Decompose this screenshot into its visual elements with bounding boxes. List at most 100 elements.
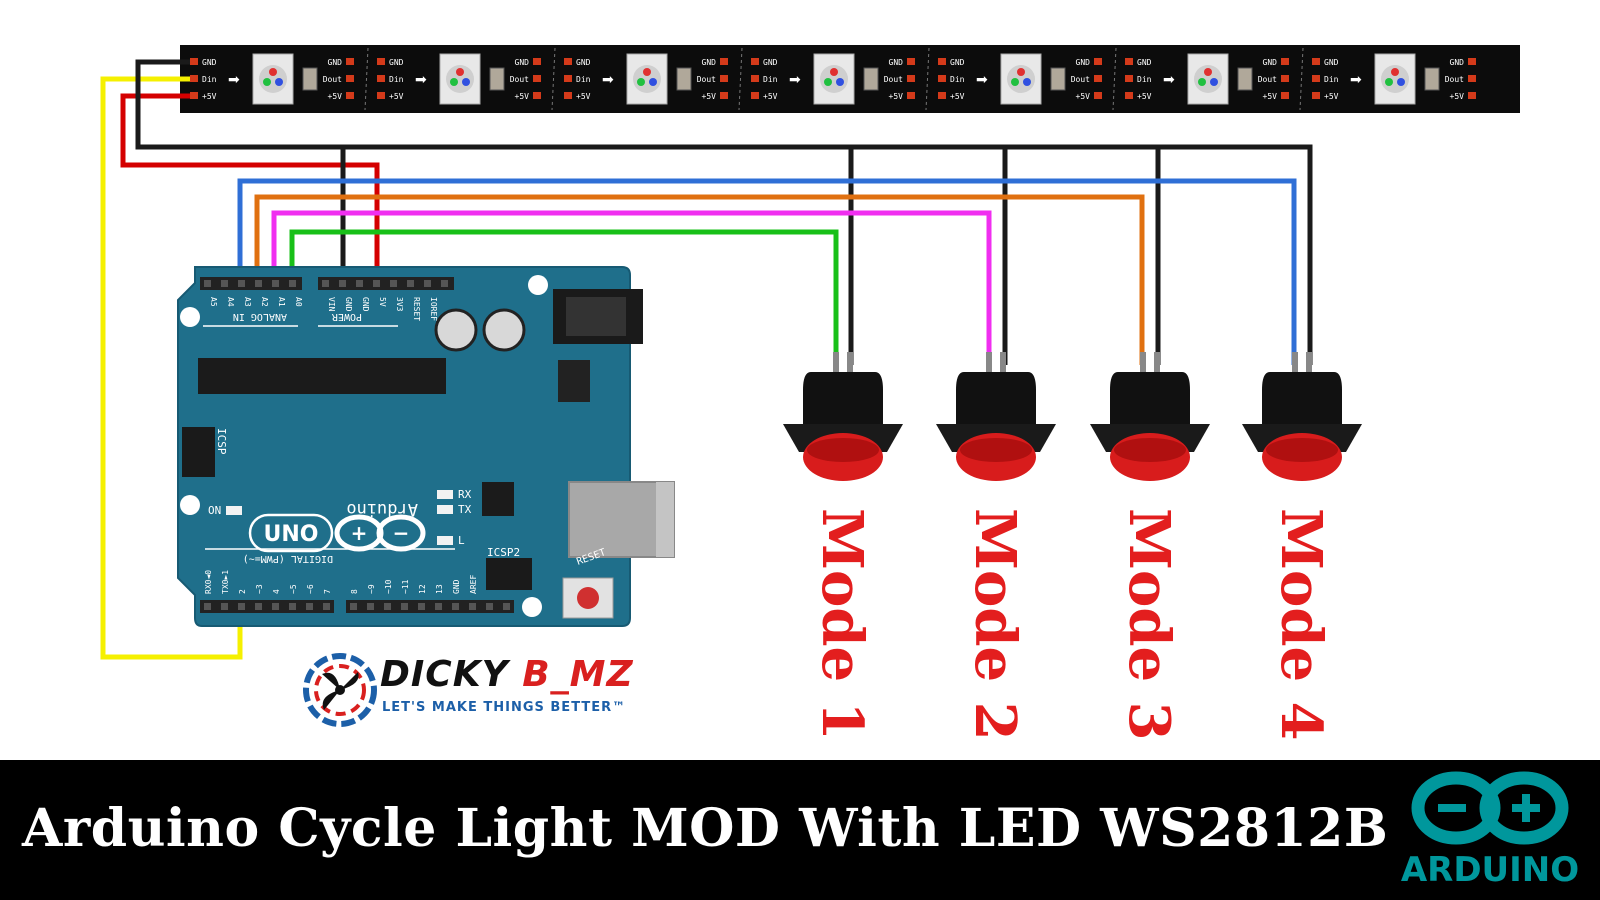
- analog-caption: ANALOG IN: [233, 311, 287, 322]
- usb-chip: [482, 482, 514, 516]
- power-wire-5v: [120, 93, 380, 290]
- pin-label: GND: [452, 579, 461, 594]
- capacitor-smd: [489, 67, 505, 91]
- pin-label: ~5: [289, 584, 298, 594]
- strip-pin-label: +5V: [763, 92, 778, 101]
- mode-button-4[interactable]: Mode 4: [1242, 352, 1362, 741]
- strip-pad: [533, 75, 541, 82]
- pin-label: 3V3: [395, 297, 404, 312]
- header-pin: [322, 280, 329, 287]
- strip-pin-label: +5V: [389, 92, 404, 101]
- pin-label: ~10: [384, 579, 393, 594]
- led-red: [643, 68, 651, 76]
- pin-label: ~11: [401, 579, 410, 594]
- strip-pin-label: Dout: [323, 75, 342, 84]
- strip-pin-label: GND: [1263, 58, 1278, 67]
- strip-pad: [346, 92, 354, 99]
- strip-pin-label: GND: [515, 58, 530, 67]
- mount-hole: [180, 495, 200, 515]
- header-pin: [289, 280, 296, 287]
- strip-pad: [564, 58, 572, 65]
- arduino-uno-board: ANALOG IN POWER ICSP Arduino DIGITAL (PW…: [177, 266, 675, 627]
- strip-pin-label: +5V: [1450, 92, 1465, 101]
- strip-pin-label: GND: [889, 58, 904, 67]
- pin-label: 13: [435, 584, 444, 594]
- icsp-header: [182, 427, 215, 477]
- brand-logo: DICKY B_MZ LET'S MAKE THINGS BETTER™: [300, 650, 660, 740]
- strip-pad: [1094, 92, 1102, 99]
- cut-line: [1299, 47, 1304, 111]
- led-green: [450, 78, 458, 86]
- header-pin: [452, 603, 459, 610]
- led-dome: [1194, 65, 1222, 93]
- pin-label: 12: [418, 584, 427, 594]
- title-banner: Arduino Cycle Light MOD With LED WS2812B…: [0, 760, 1600, 900]
- mode-button-2[interactable]: Mode 2: [936, 352, 1056, 741]
- strip-pad: [1125, 75, 1133, 82]
- pin-label: GND: [344, 297, 353, 312]
- header-pin: [272, 603, 279, 610]
- led-dome: [820, 65, 848, 93]
- button-leg: [1140, 352, 1146, 372]
- mode-button-3[interactable]: Mode 3: [1090, 352, 1210, 741]
- strip-pad: [1125, 58, 1133, 65]
- icsp-label: ICSP: [215, 428, 228, 455]
- strip-pin-label: Din: [576, 75, 591, 84]
- led-green: [263, 78, 271, 86]
- header-pin: [356, 280, 363, 287]
- board-logo-plus: +: [351, 521, 368, 545]
- strip-pin-label: Din: [1137, 75, 1152, 84]
- strip-pad: [190, 58, 198, 65]
- button-body: [1262, 372, 1342, 424]
- led-blue: [1397, 78, 1405, 86]
- strip-pad: [346, 58, 354, 65]
- strip-pin-label: GND: [389, 58, 404, 67]
- led-label: ON: [208, 504, 221, 517]
- strip-pin-label: +5V: [950, 92, 965, 101]
- microcontroller-chip: [198, 358, 446, 394]
- led-blue: [1210, 78, 1218, 86]
- strip-pin-label: GND: [1324, 58, 1339, 67]
- capacitor-smd: [863, 67, 879, 91]
- strip-pin-label: +5V: [889, 92, 904, 101]
- signal-wire-a3: [237, 178, 1297, 365]
- header-pin: [503, 603, 510, 610]
- icsp2-header: [486, 558, 532, 590]
- pin-label: ~3: [255, 584, 264, 594]
- led-dome: [1381, 65, 1409, 93]
- strip-pad: [1125, 92, 1133, 99]
- mode-label: Mode 4: [1268, 508, 1334, 741]
- data-wire: [100, 76, 243, 660]
- mount-hole: [180, 307, 200, 327]
- strip-pad: [377, 58, 385, 65]
- header-pin: [418, 603, 425, 610]
- led-blue: [1023, 78, 1031, 86]
- strip-pin-label: +5V: [328, 92, 343, 101]
- board-model-text: UNO: [264, 522, 319, 547]
- led-label: L: [458, 534, 465, 547]
- header-pin: [272, 280, 279, 287]
- strip-pin-label: +5V: [202, 92, 217, 101]
- button-body: [956, 372, 1036, 424]
- header-pin: [204, 603, 211, 610]
- cut-line: [738, 47, 743, 111]
- header-pin: [221, 603, 228, 610]
- strip-pin-label: GND: [1137, 58, 1152, 67]
- mode-label: Mode 3: [1116, 508, 1182, 741]
- strip-pad: [190, 92, 198, 99]
- header-pin: [339, 280, 346, 287]
- led-dome: [1007, 65, 1035, 93]
- header-pin: [469, 603, 476, 610]
- pin-label: TX0►1: [221, 570, 230, 594]
- led-green: [1385, 78, 1393, 86]
- pin-label: ~9: [367, 584, 376, 594]
- mode-button-1[interactable]: Mode 1: [783, 352, 903, 741]
- led-label: TX: [458, 503, 472, 516]
- strip-pad: [1312, 58, 1320, 65]
- strip-pin-label: Din: [389, 75, 404, 84]
- cut-line: [1112, 47, 1117, 111]
- led-dome: [259, 65, 287, 93]
